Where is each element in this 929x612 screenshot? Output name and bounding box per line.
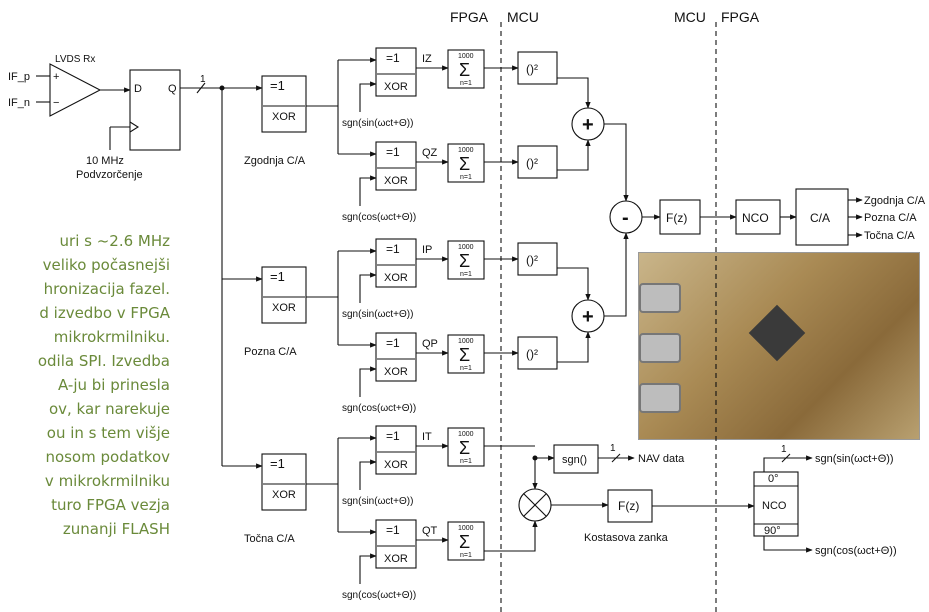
subtractor-sign: - [622,207,629,229]
channel-xor-label: XOR [272,111,296,123]
correlator-output-label: IZ [422,53,432,65]
accumulator-upper-limit: 1000 [458,147,474,154]
adder-late-sign: + [582,306,594,328]
clock-label-2: Podvzorčenje [76,169,143,181]
mixer-xor-eq: =1 [386,523,400,537]
accumulator-lower-limit: n=1 [460,552,472,559]
accumulator-lower-limit: n=1 [460,80,472,87]
correlator-output-label: IP [422,244,432,256]
mixer-xor-eq: =1 [386,51,400,65]
sigma-icon: Σ [459,154,470,174]
channel-xor-label: XOR [272,302,296,314]
mixer-xor-eq: =1 [386,336,400,350]
channel-code-label: Zgodnja C/A [244,155,306,167]
correlator-output-label: QZ [422,147,438,159]
bus-width: 1 [200,74,206,85]
carrier-reference-label: sgn(cos(ωct+Θ)) [342,212,416,223]
sigma-icon: Σ [459,251,470,271]
costas-loop-label: Kostasova zanka [584,532,669,544]
accumulator-lower-limit: n=1 [460,365,472,372]
channel-code-label: Točna C/A [244,533,295,545]
channel-xor-eq: =1 [270,78,285,93]
mixer-xor-label: XOR [384,272,408,284]
accumulator-upper-limit: 1000 [458,525,474,532]
correlator-output-label: QP [422,338,438,350]
mixer-xor-eq: =1 [386,145,400,159]
mixer-xor-label: XOR [384,175,408,187]
mixer-xor-label: XOR [384,81,408,93]
channel-xor-eq: =1 [270,456,285,471]
carrier-reference-label: sgn(cos(ωct+Θ)) [342,590,416,601]
output-late: Točna C/A [864,230,915,242]
ca-label: C/A [810,211,830,225]
square-label: ()² [526,156,538,170]
nco2-out-sin: sgn(sin(ωct+Θ)) [815,453,894,465]
sigma-icon: Σ [459,345,470,365]
channel-xor-eq: =1 [270,269,285,284]
mixer-xor-label: XOR [384,553,408,565]
accumulator-upper-limit: 1000 [458,431,474,438]
correlator-output-label: IT [422,431,432,443]
accumulator-upper-limit: 1000 [458,338,474,345]
carrier-reference-label: sgn(cos(ωct+Θ)) [342,403,416,414]
header-fpga-left: FPGA [450,9,489,25]
header-mcu-left: MCU [507,9,539,25]
lvds-label: LVDS Rx [55,54,95,65]
carrier-reference-label: sgn(sin(ωct+Θ)) [342,118,413,129]
mixer-xor-label: XOR [384,366,408,378]
sigma-icon: Σ [459,532,470,552]
nav-bus-width: 1 [610,443,616,454]
sigma-icon: Σ [459,60,470,80]
accumulator-lower-limit: n=1 [460,174,472,181]
output-early: Zgodnja C/A [864,195,926,207]
nav-data-label: NAV data [638,453,685,465]
accumulator-lower-limit: n=1 [460,458,472,465]
square-label: ()² [526,253,538,267]
mixer-xor-eq: =1 [386,242,400,256]
mixer-xor-label: XOR [384,459,408,471]
accumulator-lower-limit: n=1 [460,271,472,278]
costas-filter-label: F(z) [618,499,639,513]
nco2-label: NCO [762,500,787,512]
if-p-label: IF_p [8,71,30,83]
header-fpga-right: FPGA [721,9,760,25]
correlator-output-label: QT [422,525,438,537]
carrier-reference-label: sgn(sin(ωct+Θ)) [342,496,413,507]
nco2-bus-width: 1 [781,444,787,455]
channel-code-label: Pozna C/A [244,346,297,358]
sigma-icon: Σ [459,438,470,458]
nco-label: NCO [742,211,769,225]
flip-flop [130,70,180,150]
mixer-xor-eq: =1 [386,429,400,443]
q-pin: Q [168,83,177,95]
channel-xor-label: XOR [272,489,296,501]
sign-label: sgn() [562,454,587,466]
minus-sign: − [53,97,59,109]
header-mcu-right: MCU [674,9,706,25]
nco2-out-cos: sgn(cos(ωct+Θ)) [815,545,897,557]
accumulator-upper-limit: 1000 [458,244,474,251]
plus-sign: + [53,71,59,83]
nco2-deg0: 0° [768,473,779,485]
nco2-deg90: 90° [764,525,781,537]
loop-filter-label: F(z) [666,211,687,225]
accumulator-upper-limit: 1000 [458,53,474,60]
d-pin: D [134,83,142,95]
clock-label: 10 MHz [86,155,124,167]
square-label: ()² [526,347,538,361]
adder-early-sign: + [582,114,594,136]
if-n-label: IF_n [8,97,30,109]
square-label: ()² [526,62,538,76]
output-prompt: Pozna C/A [864,212,917,224]
carrier-reference-label: sgn(sin(ωct+Θ)) [342,309,413,320]
